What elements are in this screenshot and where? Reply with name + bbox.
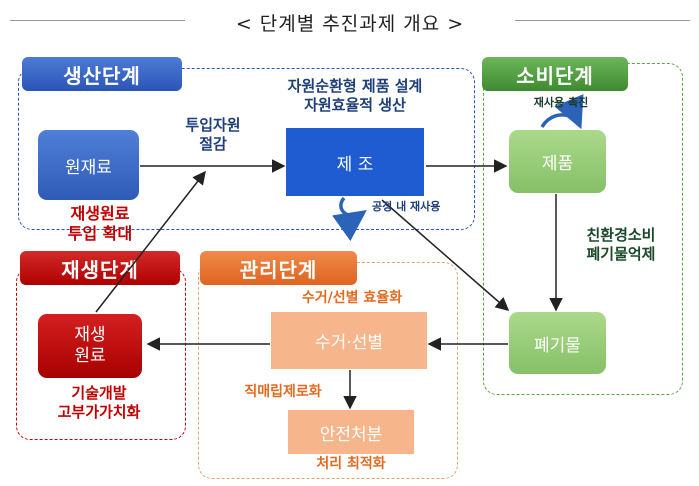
raw-material-box: 원재료: [38, 130, 139, 200]
treatment-optimization-note: 처리 최적화: [316, 456, 386, 472]
title-rule-left: [10, 20, 185, 21]
production-zone: [18, 68, 475, 230]
recycled-material-line1: 재생: [74, 324, 106, 345]
arrow-recycled-to-manufacturing: [95, 170, 206, 313]
recycled-material-box: 재생 원료: [38, 314, 142, 378]
collection-efficiency-note: 수거/선별 효율화: [301, 290, 403, 306]
waste-box: 폐기물: [509, 312, 606, 374]
product-box: 제품: [509, 130, 606, 193]
arrow-manufacturing-to-waste: [381, 199, 510, 311]
process-reuse-loop-icon: [332, 196, 367, 242]
recycled-material-line2: 원료: [74, 346, 106, 366]
title-rule-right: [515, 20, 690, 21]
tech-development-note: 기술개발 고부가가치화: [57, 384, 141, 421]
process-reuse-note: 공정 내 재사용: [372, 200, 441, 213]
recycled-input-note: 재생원료 투입 확대: [67, 204, 133, 243]
recycling-stage-tag: 재생단계: [20, 251, 180, 285]
consumption-stage-tag: 소비단계: [482, 57, 628, 91]
eco-consumption-note: 친환경소비 폐기물억제: [586, 226, 656, 263]
manufacturing-box: 제 조: [286, 128, 424, 196]
reuse-promotion-note: 재사용 촉진: [533, 96, 589, 109]
safe-disposal-box: 안전처분: [288, 410, 414, 454]
reuse-promotion-loop-icon: [540, 94, 584, 130]
management-stage-tag: 관리단계: [200, 251, 357, 285]
page-title: < 단계별 추진과제 개요 >: [235, 13, 465, 35]
production-stage-tag: 생산단계: [22, 57, 182, 91]
direct-landfill-zero-note: 직매립제로화: [244, 384, 322, 400]
collection-sorting-box: 수거·선별: [271, 312, 427, 369]
input-reduction-note: 투입자원 절감: [185, 116, 241, 153]
circular-design-note: 자원순환형 제품 설계 자원효율적 생산: [287, 77, 423, 114]
